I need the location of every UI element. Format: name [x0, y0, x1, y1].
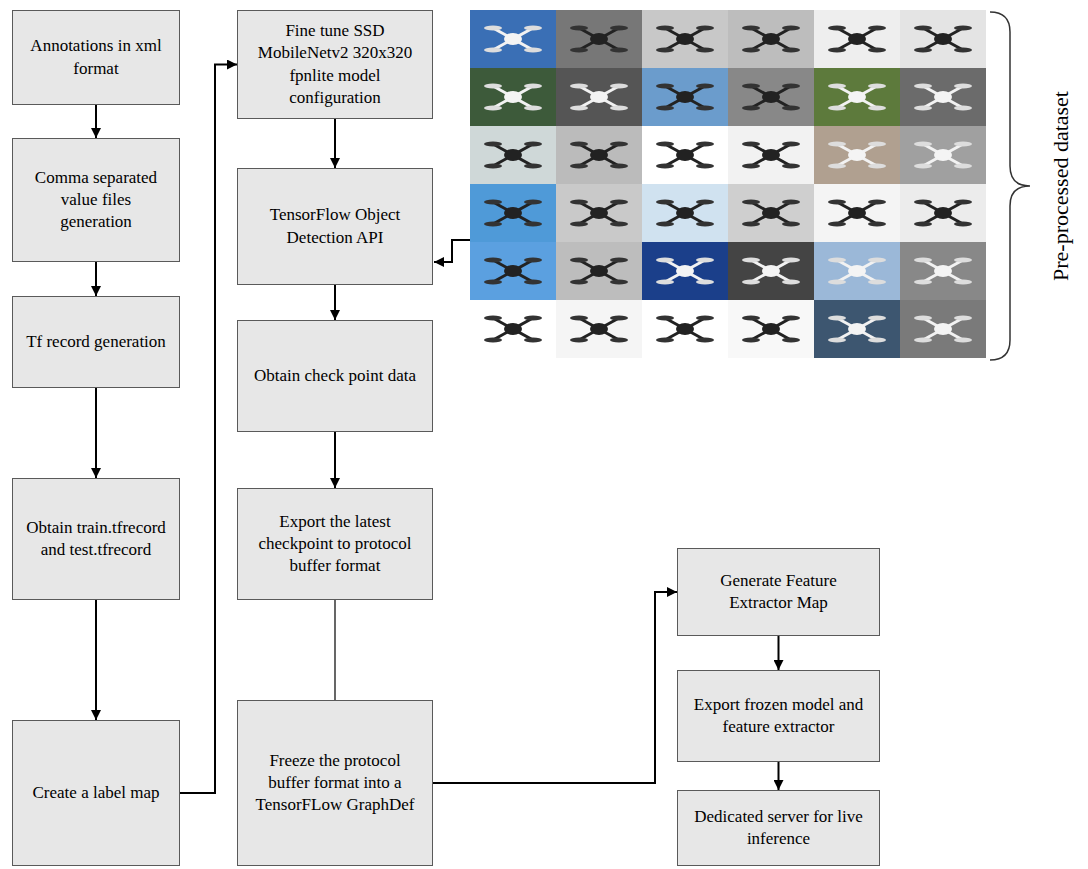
- box-text: Fine tune SSD MobileNetv2 320x320 fpnlit…: [248, 20, 422, 108]
- process-box: Comma separated value files generation: [12, 138, 180, 262]
- dataset-arrow: [434, 240, 470, 262]
- process-box: Generate Feature Extractor Map: [677, 548, 880, 636]
- box-text: Tf record generation: [26, 331, 166, 353]
- box-text: Obtain check point data: [254, 365, 416, 387]
- process-box: TensorFlow Object Detection API: [237, 168, 433, 285]
- drone-icons: [484, 26, 972, 343]
- box-text: Freeze the protocol buffer format into a…: [248, 750, 422, 816]
- box-text: Comma separated value files generation: [23, 167, 169, 233]
- process-box: Obtain train.tfrecord and test.tfrecord: [12, 478, 180, 600]
- flow-arrow: [95, 262, 97, 296]
- process-box: Fine tune SSD MobileNetv2 320x320 fpnlit…: [237, 10, 433, 119]
- process-box: Annotations in xml format: [12, 10, 180, 105]
- side-label: Pre-processed dataset: [1048, 91, 1074, 281]
- box-text: Obtain train.tfrecord and test.tfrecord: [23, 517, 169, 561]
- flow-arrow: [334, 119, 336, 168]
- flow-arrow: [334, 285, 336, 320]
- box-text: Dedicated server for live inference: [688, 806, 869, 850]
- flow-arrow: [95, 600, 97, 720]
- flow-arrow: [433, 592, 677, 783]
- box-text: Export frozen model and feature extracto…: [688, 694, 869, 738]
- process-box: Dedicated server for live inference: [677, 790, 880, 866]
- process-box: Create a label map: [12, 720, 180, 866]
- process-box: Obtain check point data: [237, 320, 433, 432]
- process-box: Freeze the protocol buffer format into a…: [237, 700, 433, 866]
- flow-arrow: [95, 388, 97, 478]
- flow-arrow: [778, 762, 780, 790]
- box-text: Annotations in xml format: [23, 35, 169, 79]
- flow-arrow: [334, 432, 336, 488]
- box-text: Export the latest checkpoint to protocol…: [248, 511, 422, 577]
- flow-arrow: [95, 105, 97, 138]
- flow-arrow: [334, 600, 335, 700]
- box-text: Create a label map: [33, 782, 160, 804]
- curly-bracket: [990, 12, 1030, 360]
- flow-arrow: [180, 65, 237, 794]
- box-text: Generate Feature Extractor Map: [688, 570, 869, 614]
- process-box: Tf record generation: [12, 296, 180, 388]
- process-box: Export frozen model and feature extracto…: [677, 670, 880, 762]
- image-grid: [470, 10, 986, 358]
- flow-arrow: [778, 636, 780, 670]
- box-text: TensorFlow Object Detection API: [248, 204, 422, 248]
- process-box: Export the latest checkpoint to protocol…: [237, 488, 433, 600]
